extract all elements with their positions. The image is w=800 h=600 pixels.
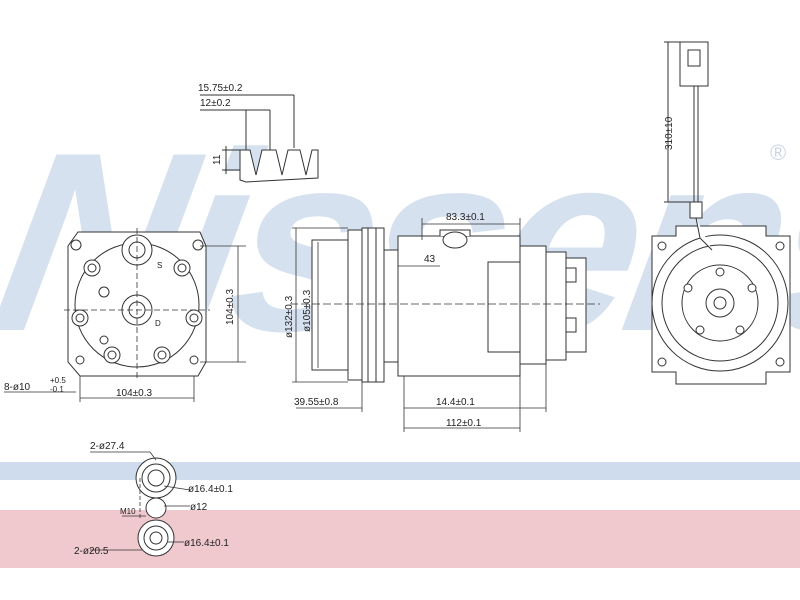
pink-band: [0, 510, 800, 568]
connector-detail: [664, 41, 713, 251]
side-view-dia-inner: ø105±0.3: [302, 289, 313, 332]
side-view-offset: 43: [424, 254, 436, 265]
port-bottom-label: 2-ø20.5: [74, 546, 109, 557]
back-view: [67, 231, 207, 377]
side-view-bottom-left: 39.55±0.8: [294, 397, 339, 408]
side-view-overall: 112±0.1: [446, 418, 482, 429]
back-view-hole-tol-lower: -0.1: [50, 385, 64, 394]
front-view: [651, 225, 791, 385]
port-mid-dia: ø12: [190, 502, 208, 513]
back-view-height: 104±0.3: [225, 288, 236, 325]
side-view: [311, 227, 587, 383]
back-view-width: 104±0.3: [116, 388, 153, 399]
side-view-bottom-mid: 14.4±0.1: [436, 397, 475, 408]
port-top-dia: ø16.4±0.1: [188, 484, 233, 495]
port-detail: [135, 457, 177, 557]
port-detail-leaders: [90, 451, 191, 551]
back-view-holes: 8-ø10: [4, 382, 31, 393]
pulley-height: 11: [212, 154, 223, 165]
pulley-groove-detail: [200, 94, 319, 183]
blue-band: [0, 462, 800, 480]
back-view-dims: [4, 228, 246, 402]
port-thread: M10: [120, 507, 136, 516]
connector-cable-length: 310±10: [664, 116, 675, 150]
port-bottom-dia: ø16.4±0.1: [184, 538, 229, 549]
pulley-width-inner: 12±0.2: [200, 98, 231, 109]
back-view-hole-tol-upper: +0.5: [50, 376, 66, 385]
port-top-label: 2-ø27.4: [90, 441, 125, 452]
side-view-dims: [290, 218, 600, 432]
registered-mark: ®: [770, 140, 786, 165]
port-d-label: D: [155, 319, 161, 328]
port-s-label: S: [157, 261, 162, 270]
pulley-width-outer: 15.75±0.2: [198, 83, 243, 94]
side-view-dia-outer: ø132±0.3: [284, 295, 295, 338]
side-view-top-length: 83.3±0.1: [446, 212, 485, 223]
